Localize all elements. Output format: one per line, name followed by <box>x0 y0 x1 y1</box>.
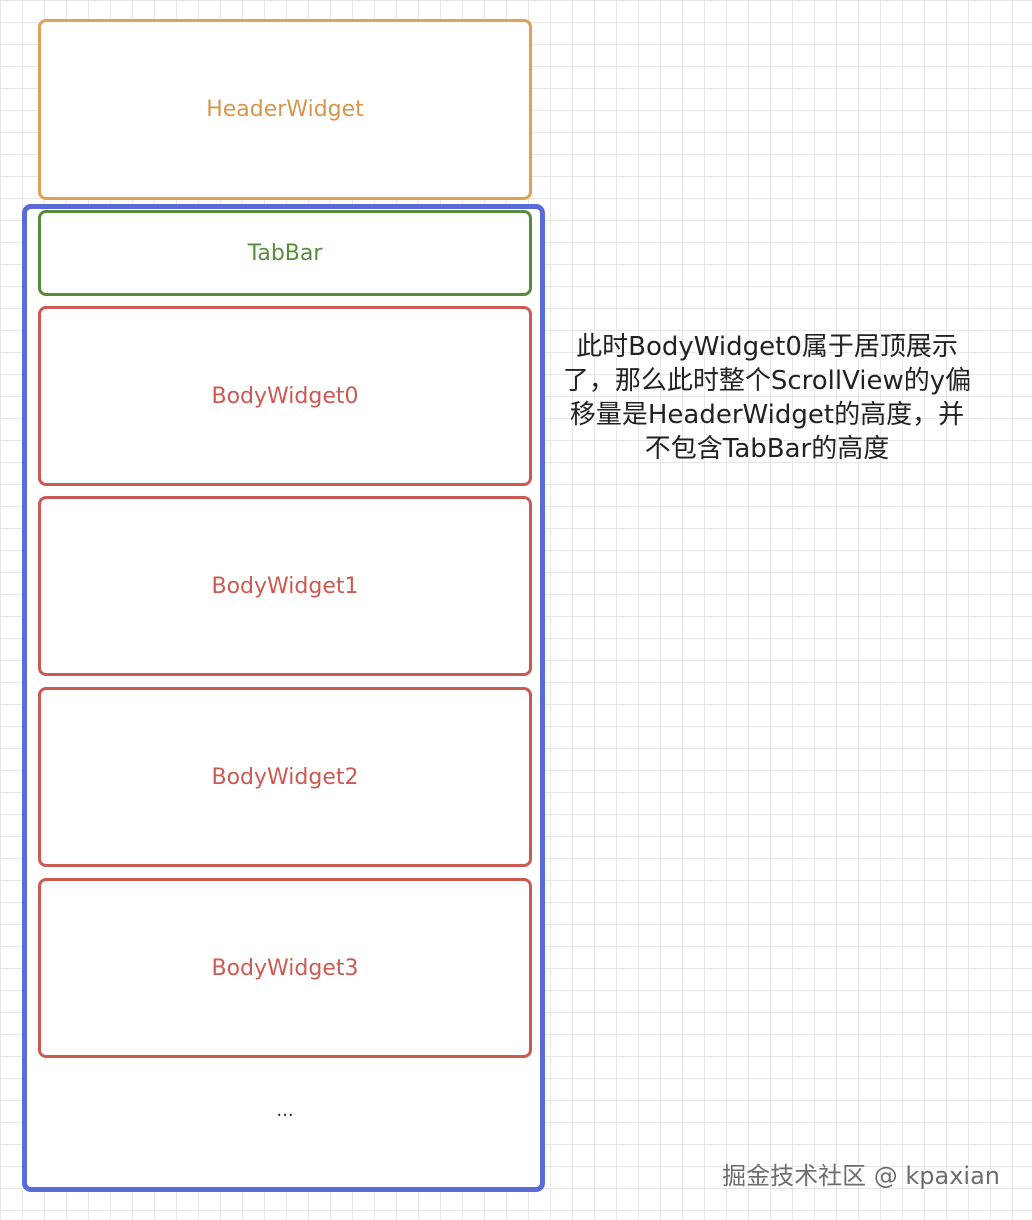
body-widget-3-box: BodyWidget3 <box>38 878 532 1058</box>
body-widget-2-label: BodyWidget2 <box>211 764 359 790</box>
body-widget-3-label: BodyWidget3 <box>211 955 359 981</box>
body-widget-0-box: BodyWidget0 <box>38 306 532 486</box>
more-items-ellipsis: ... <box>276 1100 294 1121</box>
header-widget-label: HeaderWidget <box>206 97 364 122</box>
annotation-note: 此时BodyWidget0属于居顶展示了，那么此时整个ScrollView的y偏… <box>562 332 972 464</box>
body-widget-2-box: BodyWidget2 <box>38 687 532 867</box>
watermark: 掘金技术社区 @ kpaxian <box>722 1162 1000 1190</box>
tabbar-label: TabBar <box>247 240 323 266</box>
body-widget-1-box: BodyWidget1 <box>38 496 532 676</box>
header-widget-box: HeaderWidget <box>38 19 532 200</box>
body-widget-0-label: BodyWidget0 <box>211 383 359 409</box>
tabbar-box: TabBar <box>38 210 532 296</box>
body-widget-1-label: BodyWidget1 <box>211 573 359 599</box>
